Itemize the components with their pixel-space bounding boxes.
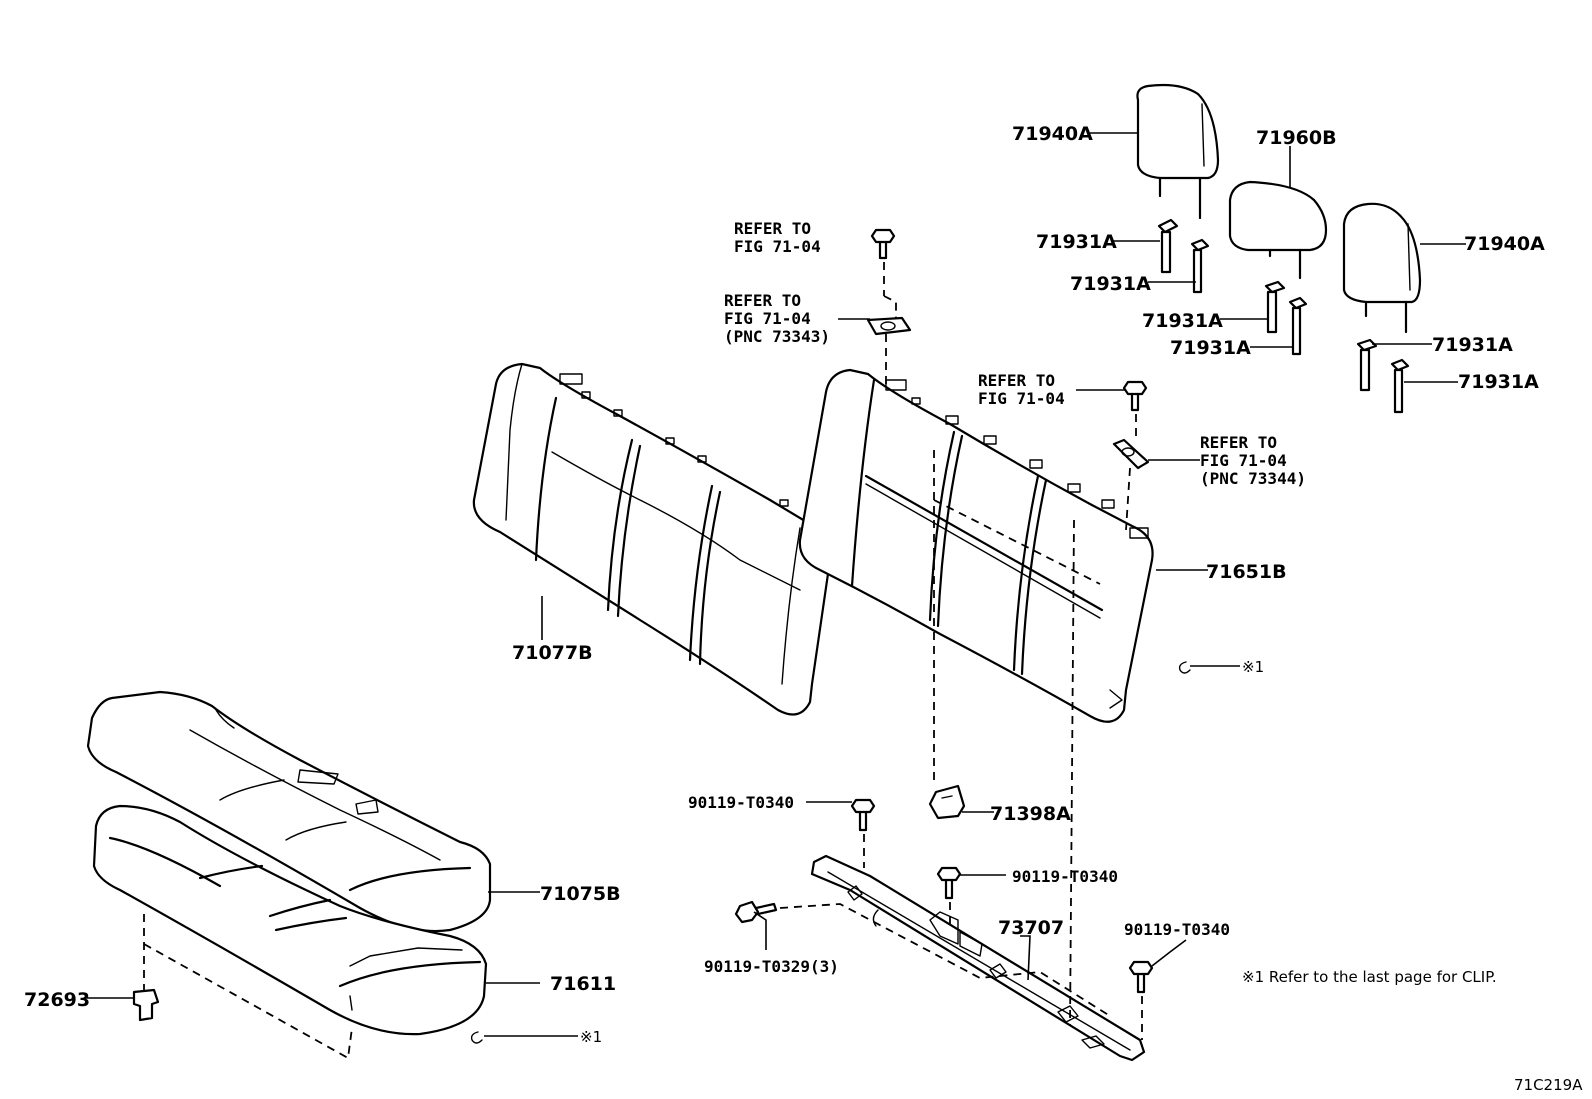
ref4-line2: FIG 71-04 [1200, 451, 1287, 470]
headrest-support-3 [1264, 280, 1286, 334]
clip-marker-right: ※1 [1242, 658, 1264, 676]
label-71960B: 71960B [1256, 127, 1337, 149]
label-71931A-5: 71931A [1432, 334, 1513, 356]
label-71398A: 71398A [990, 803, 1071, 825]
label-71077B: 71077B [512, 642, 593, 664]
headrest-support-2 [1190, 238, 1210, 294]
label-73707: 73707 [998, 917, 1064, 939]
ref3-line1: REFER TO [978, 371, 1055, 390]
ref1-line2: FIG 71-04 [734, 237, 821, 256]
label-bolt-d: 90119-T0329(3) [704, 957, 839, 976]
label-bolt-a: 90119-T0340 [688, 793, 794, 812]
part-labels: 71940A 71960B 71940A 71931A 71931A 71931… [24, 123, 1583, 1094]
clip-symbol-right [1178, 661, 1191, 674]
headrest-support-6 [1390, 358, 1410, 414]
label-71931A-3: 71931A [1142, 310, 1223, 332]
clip-marker-bottom: ※1 [580, 1028, 602, 1046]
label-bolt-c: 90119-T0340 [1124, 920, 1230, 939]
bracket-ref-right [1112, 438, 1150, 470]
leader-lines [84, 132, 1466, 1037]
seat-clip-72693 [132, 988, 160, 1022]
headrest-support-5 [1356, 338, 1378, 392]
ref4-line3: (PNC 73344) [1200, 469, 1306, 488]
headrest-left [1136, 83, 1220, 220]
headrest-support-4 [1288, 296, 1308, 356]
ref4-line1: REFER TO [1200, 433, 1277, 452]
bolt-90119-T0340-c [1128, 960, 1154, 994]
label-71940A-left: 71940A [1012, 123, 1093, 145]
seatback-cover [472, 362, 832, 716]
assembly-lines [143, 262, 1143, 1060]
seatback-frame [798, 368, 1154, 723]
label-71931A-4: 71931A [1170, 337, 1251, 359]
seat-cushion-cover [86, 690, 492, 933]
bolt-90119-T0329 [734, 900, 778, 924]
seat-cushion-pad [92, 804, 488, 1036]
bolt-90119-T0340-b [936, 866, 962, 900]
seat-clip-71398A [928, 784, 966, 820]
bolt-ref-top-right [1122, 380, 1148, 412]
ref2-line2: FIG 71-04 [724, 309, 811, 328]
label-71651B: 71651B [1206, 561, 1287, 583]
label-71931A-1: 71931A [1036, 231, 1117, 253]
label-71940A-right: 71940A [1464, 233, 1545, 255]
headrest-right [1342, 202, 1422, 334]
ref2-line1: REFER TO [724, 291, 801, 310]
headrest-center [1228, 180, 1328, 280]
label-71931A-2: 71931A [1070, 273, 1151, 295]
ref1-line1: REFER TO [734, 219, 811, 238]
label-bolt-b: 90119-T0340 [1012, 867, 1118, 886]
label-71611: 71611 [550, 973, 616, 995]
seat-frame-bar [810, 854, 1146, 1062]
label-72693: 72693 [24, 989, 90, 1011]
bolt-ref-top-left [870, 228, 896, 260]
headrest-support-group [1157, 218, 1410, 414]
clip-symbol-bottom [470, 1031, 483, 1044]
footnote-clip: ※1 Refer to the last page for CLIP. [1242, 968, 1497, 986]
bolt-90119-T0340-a [850, 798, 876, 832]
headrest-support-1 [1157, 218, 1179, 274]
ref3-line2: FIG 71-04 [978, 389, 1065, 408]
label-71931A-6: 71931A [1458, 371, 1539, 393]
label-71075B: 71075B [540, 883, 621, 905]
ref2-line3: (PNC 73343) [724, 327, 830, 346]
figure-code: 71C219A [1514, 1076, 1583, 1094]
bracket-ref-left [866, 316, 912, 336]
